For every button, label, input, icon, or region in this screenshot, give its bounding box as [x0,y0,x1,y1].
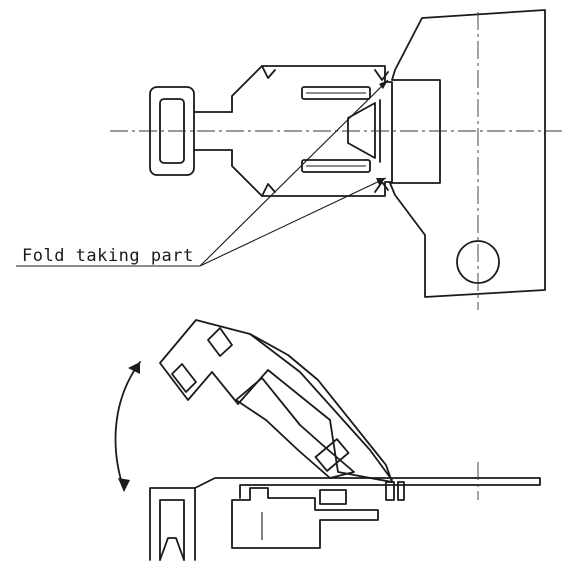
rotation-arrow [114,361,141,492]
rotation-arrowhead-top [128,362,140,374]
terminal-top [149,65,393,197]
leader-line-upper [199,79,389,267]
arrowhead-lower [376,178,386,185]
terminal-tilted [159,319,393,483]
slot-lower [301,159,371,173]
callout: Fold taking part [16,79,389,267]
rotation-arrowhead-bottom [118,478,130,492]
slot-upper [301,86,371,100]
arrowhead-upper [379,80,388,89]
tilted-slot [314,438,350,472]
fold-taking-part-label: Fold taking part [22,246,194,266]
contact-spring [347,102,376,159]
housing-plate [389,9,546,298]
housing-side [149,477,541,561]
side-view [114,319,541,561]
top-view [110,9,562,310]
latch-window [319,489,347,505]
leader-line-lower [199,177,387,267]
